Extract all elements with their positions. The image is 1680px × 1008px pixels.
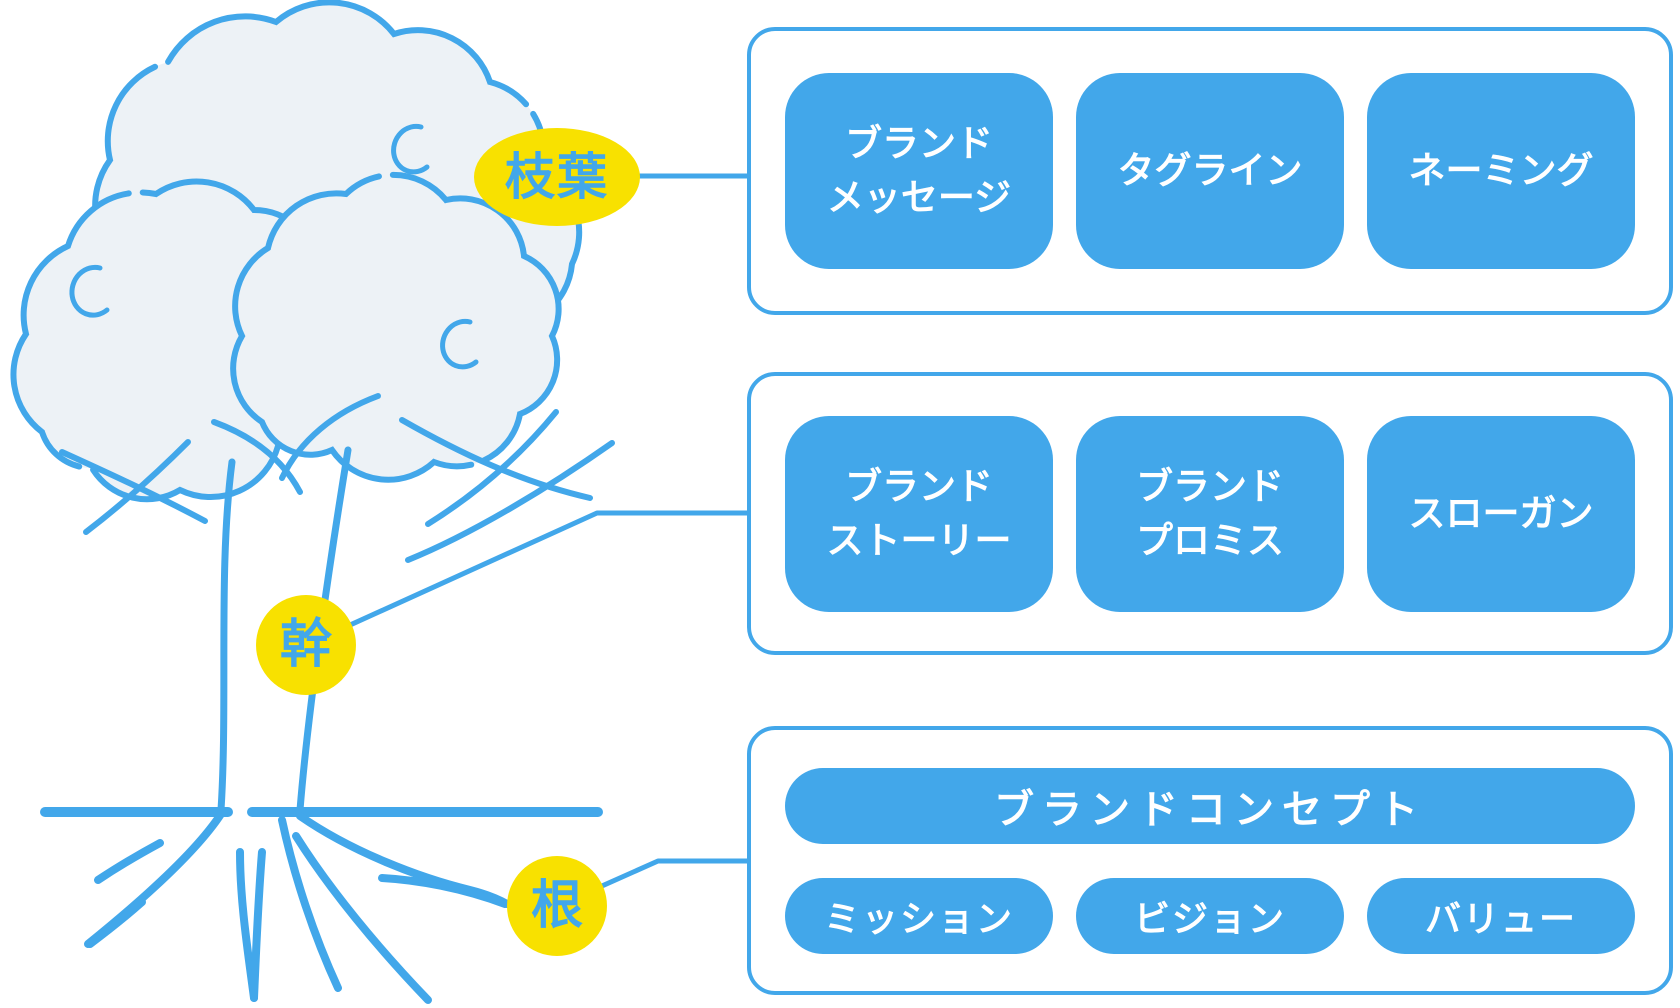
node-naming: ネーミング (1367, 73, 1635, 269)
leaf-curl-icon (391, 123, 430, 175)
roots-label: 根 (507, 856, 607, 956)
root-line (84, 810, 225, 948)
branches-panel-row: ブランド メッセージ タグライン ネーミング (785, 73, 1635, 269)
trunk-label: 幹 (256, 595, 356, 695)
branch-line (399, 417, 593, 501)
leaf-curl-icon (440, 318, 479, 370)
root-line (86, 898, 146, 948)
leaf-curl-icon (69, 264, 110, 318)
roots-panel-row: ミッション ビジョン バリュー (785, 877, 1635, 954)
trunk-label-text: 幹 (279, 616, 332, 674)
root-line (278, 816, 342, 992)
branch-line (279, 393, 381, 481)
root-line (94, 839, 164, 884)
branch-line (405, 440, 615, 563)
branches-label: 枝葉 (474, 128, 640, 226)
tree-roots (84, 810, 511, 1004)
branches-panel: ブランド メッセージ タグライン ネーミング (747, 27, 1673, 315)
canopy-cloud-right (230, 171, 562, 483)
trunk-line (217, 458, 236, 814)
root-line (292, 832, 432, 1004)
trunk-panel: ブランド ストーリー ブランド プロミス スローガン (747, 372, 1673, 655)
branch-line (425, 409, 559, 527)
trunk-panel-row: ブランド ストーリー ブランド プロミス スローガン (785, 415, 1635, 612)
node-brand-message: ブランド メッセージ (785, 73, 1053, 269)
root-line (378, 874, 509, 908)
roots-label-text: 根 (530, 877, 583, 935)
branch-line (83, 439, 191, 535)
branch-line (211, 419, 303, 495)
node-mission: ミッション (785, 877, 1053, 954)
node-brand-concept: ブランドコンセプト (785, 767, 1635, 844)
connector-trunk (304, 510, 752, 648)
node-brand-story: ブランド ストーリー (785, 415, 1053, 612)
root-line (250, 848, 266, 1002)
tree-branches (59, 393, 615, 563)
branch-line (59, 449, 208, 524)
leaf-curls (69, 123, 479, 370)
roots-panel: ブランドコンセプト ミッション ビジョン バリュー (747, 726, 1673, 995)
node-brand-promise: ブランド プロミス (1076, 415, 1344, 612)
node-vision: ビジョン (1076, 877, 1344, 954)
node-value: バリュー (1367, 877, 1635, 954)
tree-canopy (10, 0, 583, 503)
node-slogan: スローガン (1367, 415, 1635, 612)
branches-label-text: 枝葉 (505, 149, 609, 205)
node-tagline: タグライン (1076, 73, 1344, 269)
